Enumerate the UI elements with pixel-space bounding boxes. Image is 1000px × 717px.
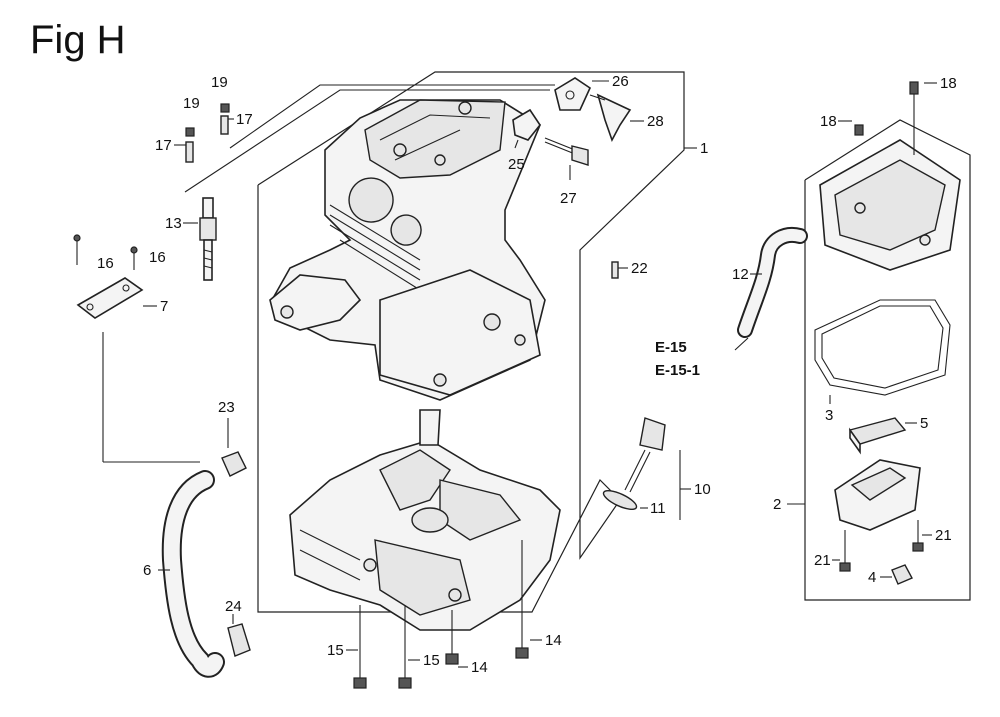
callout-27: 27 — [560, 190, 577, 207]
reference-e15: E-15 — [655, 339, 687, 356]
figure-title: Fig H — [30, 18, 126, 62]
callout-25: 25 — [508, 156, 525, 173]
callout-17a: 17 — [155, 137, 172, 154]
callout-3: 3 — [825, 407, 833, 424]
callout-28: 28 — [647, 113, 664, 130]
callout-23: 23 — [218, 399, 235, 416]
callout-24: 24 — [225, 598, 242, 615]
breather-tube — [734, 227, 808, 351]
callout-13: 13 — [165, 215, 182, 232]
oil-gauge — [602, 417, 681, 520]
crankcase-lower — [289, 409, 561, 631]
callout-19b: 19 — [211, 74, 228, 91]
callout-6: 6 — [143, 562, 151, 579]
callout-18b: 18 — [940, 75, 957, 92]
callout-14a: 14 — [545, 632, 562, 649]
reference-e15-1: E-15-1 — [655, 362, 700, 379]
callout-15a: 15 — [327, 642, 344, 659]
callout-4: 4 — [868, 569, 876, 586]
label-leaders — [143, 80, 937, 668]
plate-7 — [73, 234, 144, 319]
callout-10: 10 — [694, 481, 711, 498]
callout-16b: 16 — [149, 249, 166, 266]
callout-7: 7 — [160, 298, 168, 315]
callout-5: 5 — [920, 415, 928, 432]
cylinder-block — [269, 99, 546, 401]
callout-2: 2 — [773, 496, 781, 513]
callout-15b: 15 — [423, 652, 440, 669]
callout-19a: 19 — [183, 95, 200, 112]
callout-22: 22 — [631, 260, 648, 277]
bolts-14-15 — [353, 540, 529, 689]
callout-1: 1 — [700, 140, 708, 157]
callout-16a: 16 — [97, 255, 114, 272]
callout-18a: 18 — [820, 113, 837, 130]
callout-14b: 14 — [471, 659, 488, 676]
hose-6 — [102, 332, 251, 678]
spark-plug-and-studs — [185, 103, 230, 281]
callout-17b: 17 — [236, 111, 253, 128]
callout-labels: 1 2 3 4 5 6 7 10 11 12 13 14 14 15 15 16… — [97, 73, 957, 676]
callout-21a: 21 — [935, 527, 952, 544]
callout-11: 11 — [650, 500, 666, 517]
small-parts-top — [512, 77, 632, 279]
callout-26: 26 — [612, 73, 629, 90]
callout-21b: 21 — [814, 552, 831, 569]
head-cover-assembly — [814, 81, 961, 585]
callout-12: 12 — [732, 266, 749, 283]
